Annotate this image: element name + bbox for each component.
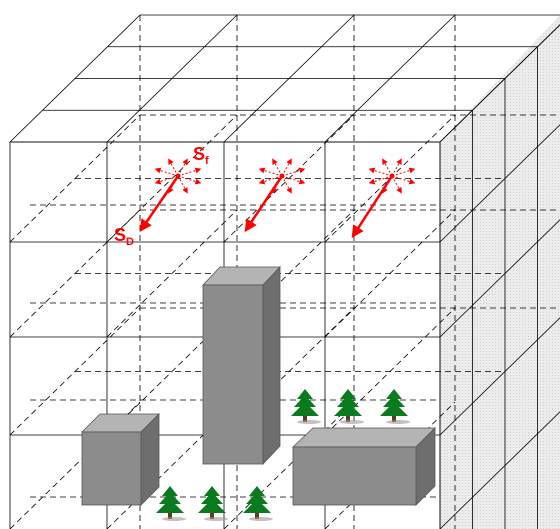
tree-4	[156, 486, 186, 521]
tree-2	[334, 389, 364, 424]
direct-radiation-arrow	[351, 175, 394, 239]
cell-1	[139, 158, 202, 233]
tall-building	[202, 265, 281, 466]
label-sf: Sf	[193, 144, 209, 167]
trees	[156, 389, 410, 521]
label-sd: SD	[114, 225, 134, 248]
small-building	[81, 413, 160, 506]
tree-6	[243, 486, 273, 521]
long-building	[291, 427, 436, 506]
cell-3	[351, 158, 416, 239]
tree-1	[291, 389, 321, 424]
direct-radiation-arrow	[139, 175, 180, 233]
tree-3	[380, 389, 410, 424]
radiation	[139, 158, 416, 239]
cell-2	[244, 158, 306, 233]
right-face	[440, 15, 560, 529]
tree-5	[198, 486, 228, 521]
direct-radiation-arrow	[244, 175, 284, 233]
